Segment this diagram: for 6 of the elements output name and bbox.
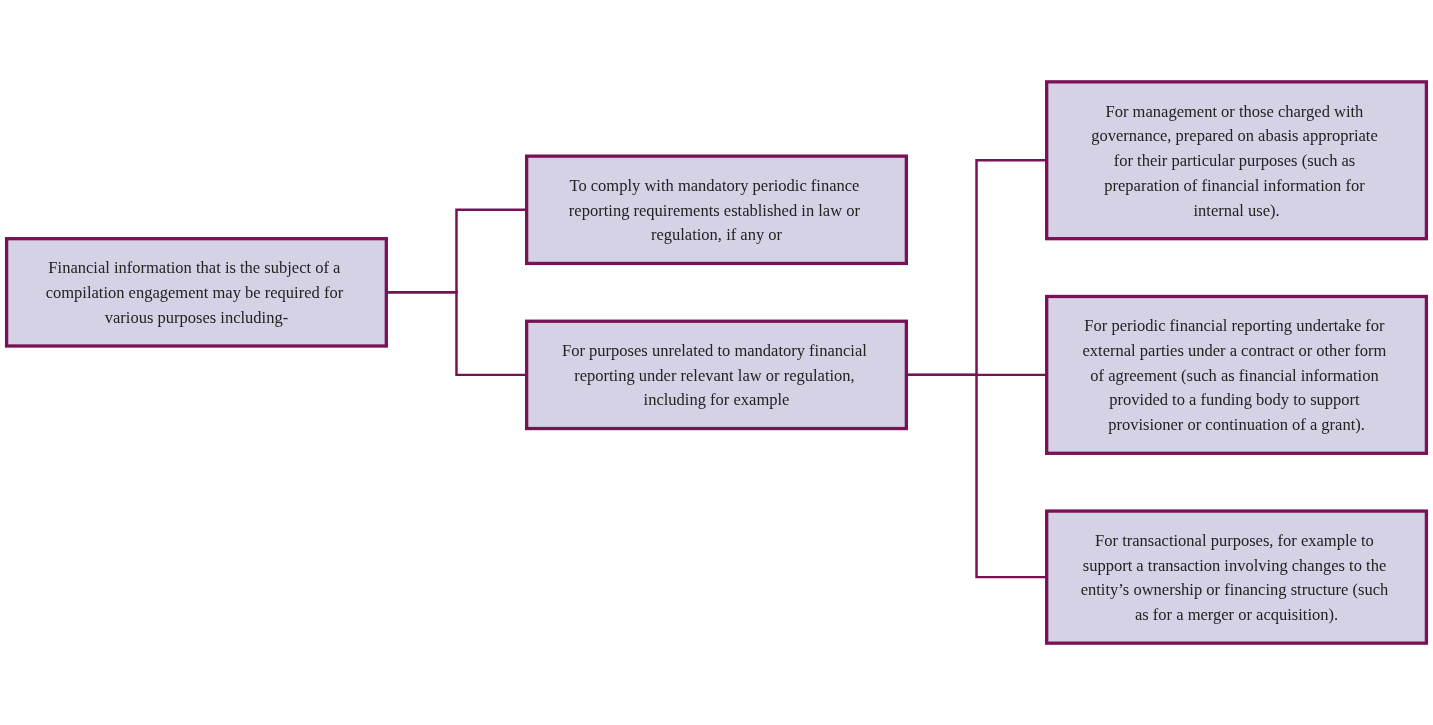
node-box — [1045, 509, 1429, 645]
node-box — [1045, 80, 1429, 241]
node-box — [1045, 294, 1429, 455]
node-box — [4, 237, 388, 348]
node-box — [525, 319, 908, 431]
node-box — [525, 154, 908, 266]
